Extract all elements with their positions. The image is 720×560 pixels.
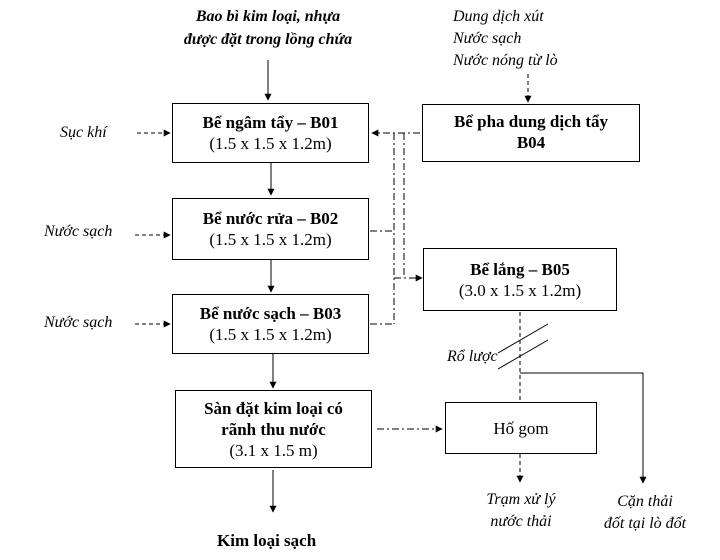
drainage-floor: Sàn đặt kim loại có rãnh thu nước (3.1 x… <box>175 390 372 468</box>
wwtp-label-line1: Trạm xử lý <box>486 491 556 508</box>
screen-mark-2 <box>497 339 549 370</box>
tank-b03-title: Bể nước sạch – B03 <box>199 304 342 323</box>
tank-b02: Bể nước rửa – B02 (1.5 x 1.5 x 1.2m) <box>172 198 369 260</box>
tank-b05-title: Bể lắng – B05 <box>470 259 570 279</box>
chemical-label-line3: Nước nóng từ lò <box>453 52 558 69</box>
tank-b02-dims: (1.5 x 1.5 x 1.2m) <box>209 230 332 249</box>
wwtp-label-line2: nước thải <box>490 513 552 530</box>
tank-b01: Bể ngâm tẩy – B01 (1.5 x 1.5 x 1.2m) <box>172 103 369 163</box>
tank-b04-title-line2: B04 <box>516 133 546 152</box>
sludge-label-line2: đốt tại lò đốt <box>603 515 687 532</box>
drainage-floor-title-line1: Sàn đặt kim loại có <box>204 398 343 418</box>
clean-metal-label: Kim loại sạch <box>217 531 317 550</box>
input-label-line1: Bao bì kim loại, nhựa <box>195 8 341 25</box>
tank-b05-dims: (3.0 x 1.5 x 1.2m) <box>458 280 582 300</box>
tank-b02-title: Bể nước rửa – B02 <box>202 209 339 228</box>
tank-b04: Bể pha dung dịch tẩy B04 <box>422 104 640 162</box>
tank-b04-title-line1: Bể pha dung dịch tẩy <box>454 112 608 131</box>
input-label-line2: được đặt trong lồng chứa <box>183 31 353 48</box>
tank-b03: Bể nước sạch – B03 (1.5 x 1.5 x 1.2m) <box>172 294 369 354</box>
drainage-floor-title-line2: rãnh thu nước <box>221 419 326 439</box>
drainage-floor-dims: (3.1 x 1.5 m) <box>229 440 318 460</box>
arrow-sludge <box>520 372 647 484</box>
tank-b03-dims: (1.5 x 1.5 x 1.2m) <box>209 325 332 344</box>
tank-b05: Bể lắng – B05 (3.0 x 1.5 x 1.2m) <box>423 248 617 311</box>
chemical-label-line2: Nước sạch <box>453 30 522 47</box>
clean-water-label-1: Nước sạch <box>44 223 113 240</box>
collection-pit: Hố gom <box>445 402 597 454</box>
collection-pit-title: Hố gom <box>493 418 549 438</box>
screen-mark-1 <box>497 323 549 354</box>
screen-label: Rổ lược <box>447 348 498 365</box>
clean-water-label-2: Nước sạch <box>44 314 113 331</box>
chemical-label-line1: Dung dịch xút <box>453 8 544 25</box>
tank-b01-title: Bể ngâm tẩy – B01 <box>202 113 339 132</box>
tank-b01-dims: (1.5 x 1.5 x 1.2m) <box>209 134 332 153</box>
sludge-label-line1: Cặn thải <box>617 493 673 510</box>
aeration-label: Sục khí <box>60 124 107 141</box>
